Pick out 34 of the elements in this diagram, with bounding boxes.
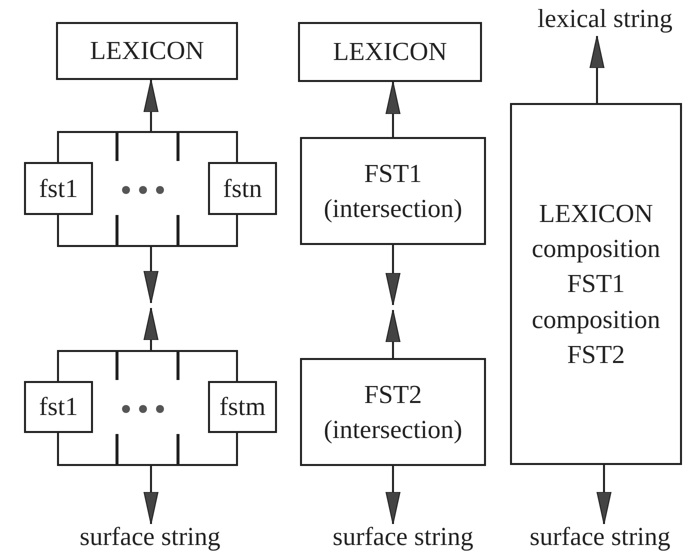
- arrow: [386, 466, 400, 524]
- box-subtitle: (intersection): [324, 193, 462, 225]
- process-box: [24, 162, 93, 215]
- box-title: fstm: [219, 391, 266, 424]
- arrow: [144, 466, 158, 524]
- arrow: [144, 80, 158, 131]
- arrow: [590, 36, 604, 103]
- box-title: LEXICON: [90, 35, 204, 68]
- process-box: [56, 22, 238, 80]
- arrow: [144, 308, 158, 350]
- process-box: [510, 103, 682, 465]
- box-title: fst1: [39, 172, 78, 205]
- box-subtitle: (intersection): [324, 414, 462, 446]
- box-title: fst1: [39, 391, 78, 424]
- box-title: LEXICON composition FST1 composition FST2: [530, 198, 662, 371]
- process-box: [24, 381, 93, 433]
- process-box: [300, 358, 486, 466]
- process-box: [298, 22, 482, 82]
- process-box: [300, 137, 486, 245]
- process-box: [208, 162, 277, 215]
- string-text: surface string: [80, 521, 220, 551]
- string-text: lexical string: [537, 3, 672, 36]
- arrow: [144, 247, 158, 304]
- string-text: surface string: [530, 521, 670, 551]
- box-title: fstn: [223, 172, 262, 205]
- arrow: [386, 310, 400, 358]
- string-text: surface string: [332, 521, 474, 551]
- process-box: [208, 381, 277, 433]
- box-title: FST1: [364, 158, 422, 190]
- arrow: [386, 82, 400, 137]
- arrow: [596, 465, 612, 524]
- box-title: FST2: [364, 378, 422, 411]
- box-title: LEXICON: [332, 36, 448, 68]
- arrow: [386, 245, 400, 306]
